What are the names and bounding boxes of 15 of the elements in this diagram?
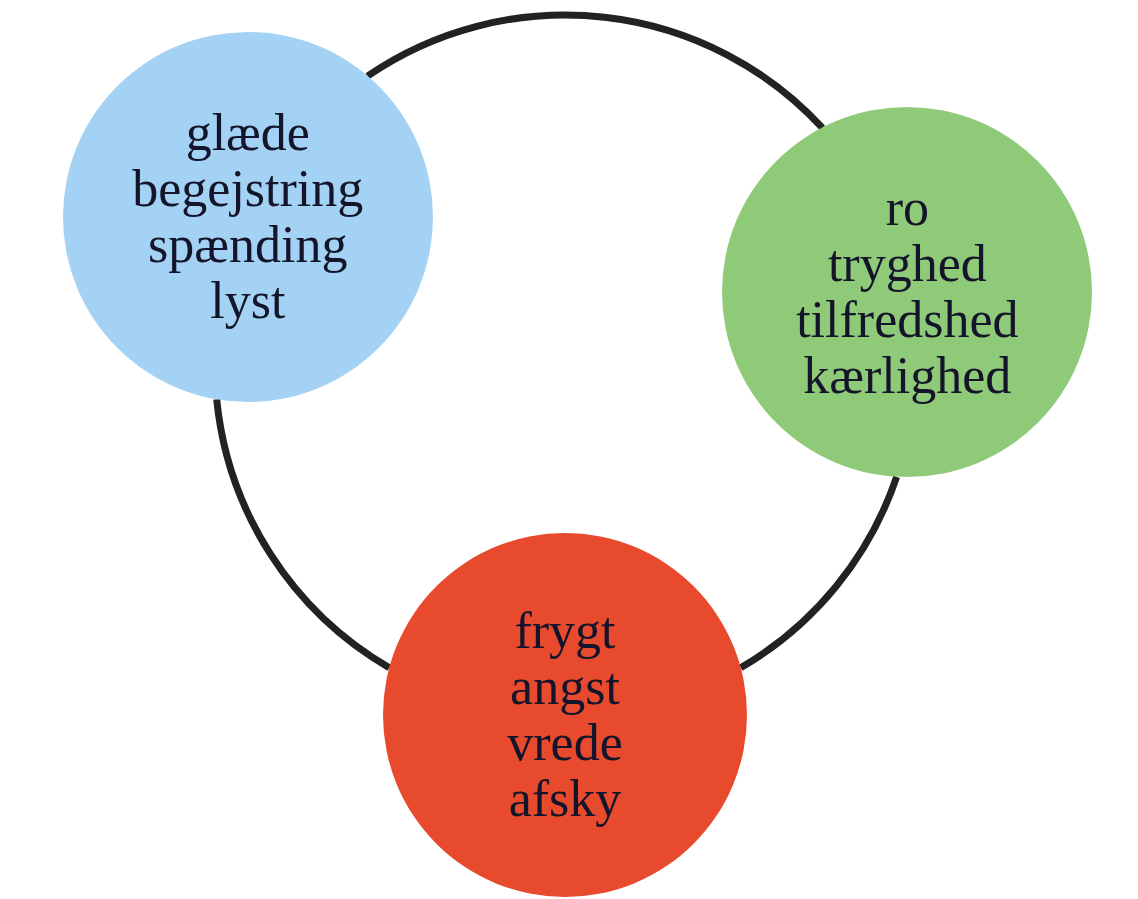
emotion-word: frygt	[514, 602, 616, 659]
emotion-word: afsky	[508, 771, 622, 828]
connector-arc	[213, 398, 392, 671]
emotion-word: angst	[510, 658, 620, 715]
emotion-word: tilfredshed	[796, 292, 1019, 349]
emotion-word: spænding	[148, 217, 348, 274]
emotion-word: ro	[885, 179, 929, 237]
emotion-word: vrede	[507, 715, 623, 772]
emotion-word: glæde	[185, 104, 310, 161]
emotion-word: lyst	[210, 273, 286, 330]
connector-arc	[738, 475, 900, 671]
connector-arc	[365, 11, 825, 131]
emotion-word: kærlighed	[803, 348, 1012, 405]
emotion-word: tryghed	[827, 236, 987, 293]
emotion-word: begejstring	[132, 160, 364, 218]
